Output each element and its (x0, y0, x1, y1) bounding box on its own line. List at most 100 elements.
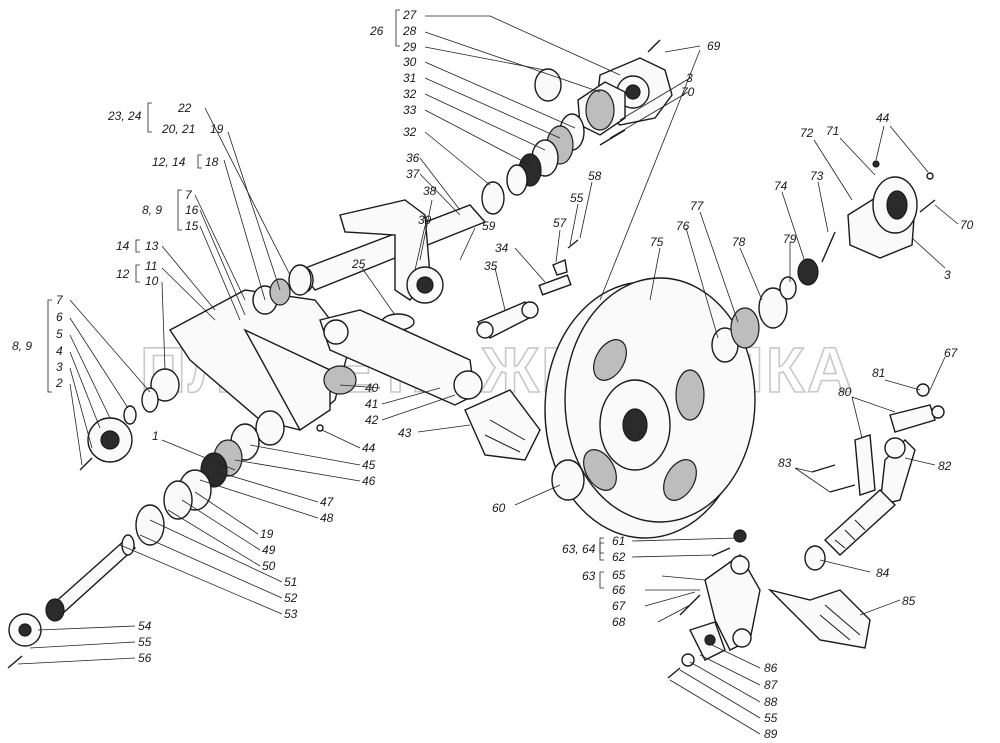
group-label-23-24: 23, 24 (107, 109, 142, 123)
label-11: 11 (145, 259, 157, 273)
crank-82 (879, 437, 916, 506)
label-39: 39 (418, 213, 432, 227)
road-wheel-75 (544, 277, 756, 539)
label-87: 87 (764, 678, 779, 692)
bolt-2 (79, 457, 93, 471)
label-75: 75 (650, 235, 664, 249)
leader-lines (17, 9, 959, 735)
group-label-20-21: 20, 21 (161, 122, 195, 136)
label-36: 36 (406, 151, 420, 165)
label-3: 3 (686, 71, 693, 85)
shock-absorber-85 (767, 588, 871, 649)
balancer-bracket-assembly (79, 264, 541, 471)
label-55-lower: 55 (138, 635, 152, 649)
label-59: 59 (482, 219, 496, 233)
label-69: 69 (707, 39, 721, 53)
label-32: 32 (403, 87, 417, 101)
label-56: 56 (138, 651, 152, 665)
label-3-right: 3 (944, 268, 951, 282)
label-37: 37 (406, 167, 421, 181)
label-18: 18 (205, 155, 219, 169)
bushing-40 (323, 365, 357, 395)
group-label-8-9: 8, 9 (142, 203, 162, 217)
label-57: 57 (553, 216, 568, 230)
hub-bearing-stack (711, 258, 819, 363)
bearing-stack (506, 113, 585, 196)
label-53: 53 (284, 607, 298, 621)
bolt-89 (667, 667, 681, 679)
label-5: 5 (56, 327, 63, 341)
pin-69 (647, 39, 661, 53)
label-49: 49 (262, 543, 276, 557)
label-7-lower: 7 (56, 293, 64, 307)
label-88: 88 (764, 695, 778, 709)
clip-57 (552, 259, 568, 276)
link-35 (476, 301, 539, 339)
bushing-86 (689, 621, 726, 661)
group-label-26: 26 (369, 24, 384, 38)
ring-84 (804, 545, 826, 571)
label-19-lower: 19 (260, 527, 274, 541)
label-48: 48 (320, 511, 334, 525)
label-33: 33 (403, 103, 417, 117)
label-15: 15 (185, 219, 199, 233)
label-72: 72 (800, 126, 814, 140)
group-braces (599, 537, 604, 589)
label-67: 67 (944, 346, 959, 360)
road-wheel-assembly (544, 160, 936, 539)
label-78: 78 (732, 235, 746, 249)
group-label-63-64: 63, 64 (562, 542, 596, 556)
ring-29 (534, 68, 562, 102)
label-85: 85 (902, 594, 916, 608)
bolt-62 (711, 547, 731, 557)
group-label-63: 63 (582, 569, 596, 583)
group-label-12-14: 12, 14 (152, 155, 186, 169)
group-label-14: 14 (116, 239, 130, 253)
spring-beam-40 (319, 309, 483, 406)
label-71: 71 (826, 124, 839, 138)
label-50: 50 (262, 559, 276, 573)
label-89: 89 (764, 727, 778, 741)
label-13: 13 (145, 239, 159, 253)
pin-34 (538, 274, 572, 296)
label-25: 25 (351, 257, 366, 271)
label-52: 52 (284, 591, 298, 605)
label-70: 70 (681, 85, 695, 99)
label-43: 43 (398, 426, 412, 440)
swing-arm-38 (339, 199, 444, 304)
label-44: 44 (362, 441, 376, 455)
label-51: 51 (284, 575, 297, 589)
bracket-arm (243, 328, 331, 432)
label-55: 55 (570, 191, 584, 205)
label-30: 30 (403, 55, 417, 69)
label-61: 61 (612, 534, 625, 548)
cotter-pin-73 (821, 231, 836, 263)
label-62: 62 (612, 550, 626, 564)
label-74: 74 (774, 179, 788, 193)
label-10: 10 (145, 274, 159, 288)
label-40: 40 (365, 381, 379, 395)
label-79: 79 (783, 232, 797, 246)
washer-81 (916, 383, 930, 397)
lower-bearing-stack (135, 410, 285, 546)
hub-cap-stack (87, 387, 159, 463)
label-35: 35 (484, 259, 498, 273)
label-28: 28 (402, 24, 417, 38)
label-38: 38 (423, 184, 437, 198)
link-80 (854, 434, 876, 496)
label-44-upper: 44 (876, 111, 890, 125)
housing-28 (577, 81, 626, 136)
label-29: 29 (402, 40, 417, 54)
label-19: 19 (210, 122, 224, 136)
grease-fitting-44 (316, 424, 324, 432)
fitting-44 (872, 160, 880, 168)
label-2: 2 (55, 376, 63, 390)
label-80: 80 (838, 385, 852, 399)
label-83: 83 (778, 456, 792, 470)
hub-cap-71-72 (847, 176, 918, 259)
label-77: 77 (690, 199, 705, 213)
nut-61 (733, 529, 747, 543)
label-65: 65 (612, 568, 626, 582)
label-73: 73 (810, 169, 824, 183)
